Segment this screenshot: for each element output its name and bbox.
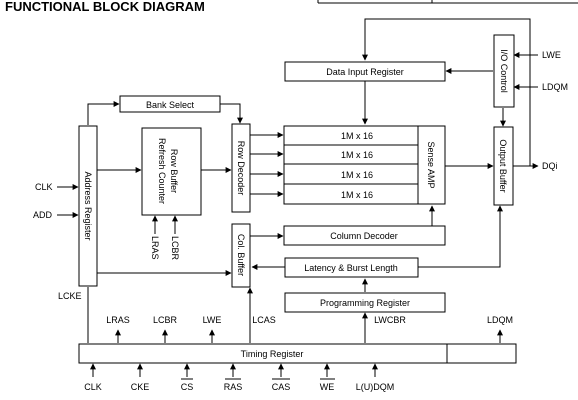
sense-amp-block: Sense AMP: [417, 125, 446, 205]
io-control-block: I/O Control: [493, 34, 515, 108]
address-register-block: Address Register: [78, 125, 98, 287]
memory-array: 1M x 16 1M x 16 1M x 16 1M x 16: [283, 125, 419, 205]
lcas-top-label: LCAS: [252, 315, 276, 325]
timing-register-block: Timing Register: [78, 343, 517, 364]
data-input-register-label: Data Input Register: [326, 67, 404, 77]
lwe-top-label: LWE: [203, 315, 222, 325]
bottom-input-label: CKE: [131, 382, 150, 392]
timing-register-label: Timing Register: [241, 349, 304, 359]
lcbr-internal-label: LCBR: [170, 236, 180, 261]
col-buffer-block: Col. Buffer: [231, 223, 251, 288]
connection-lines: [57, 18, 539, 377]
row-buffer-label: Row Buffer: [169, 149, 179, 193]
address-register-label: Address Register: [83, 171, 93, 240]
row-decoder-label: Row Decoder: [236, 141, 246, 196]
ldqm-top-label: LDQM: [487, 315, 513, 325]
add-input-label: ADD: [33, 210, 53, 220]
memory-bank-label: 1M x 16: [341, 170, 373, 180]
lras-internal-label: LRAS: [150, 236, 160, 260]
lwe-input-label: LWE: [542, 50, 561, 60]
bottom-input-label: RAS: [224, 382, 243, 392]
programming-register-label: Programming Register: [320, 298, 410, 308]
column-decoder-label: Column Decoder: [330, 231, 398, 241]
output-buffer-label: Output Buffer: [498, 139, 508, 192]
bank-select-label: Bank Select: [146, 100, 195, 110]
programming-register-block: Programming Register: [284, 292, 446, 313]
memory-bank-label: 1M x 16: [341, 190, 373, 200]
bottom-input-label: WE: [320, 382, 335, 392]
lcbr-top-label: LCBR: [153, 315, 178, 325]
bottom-input-label: L(U)DQM: [356, 382, 395, 392]
dqi-output-label: DQi: [542, 161, 558, 171]
signal-labels: CLK ADD LWE LDQM DQi LCKE LRAS LCBR LRAS…: [33, 50, 568, 392]
sense-amp-label: Sense AMP: [426, 141, 436, 188]
lras-top-label: LRAS: [106, 315, 130, 325]
row-decoder-block: Row Decoder: [231, 123, 251, 213]
column-decoder-block: Column Decoder: [283, 225, 446, 246]
refresh-counter-label: Refresh Counter: [157, 138, 167, 204]
latency-burst-label: Latency & Burst Length: [304, 263, 398, 273]
output-buffer-block: Output Buffer: [493, 126, 514, 206]
data-input-register-block: Data Input Register: [284, 61, 446, 82]
bank-select-block: Bank Select: [119, 95, 221, 113]
memory-bank-label: 1M x 16: [341, 150, 373, 160]
cropped-table-fragment: [317, 0, 578, 4]
col-buffer-label: Col. Buffer: [236, 234, 246, 276]
memory-bank-label: 1M x 16: [341, 131, 373, 141]
ldqm-input-label: LDQM: [542, 82, 568, 92]
io-control-label: I/O Control: [499, 49, 509, 93]
row-buffer-block: Row Buffer Refresh Counter: [141, 127, 202, 216]
latency-burst-block: Latency & Burst Length: [284, 257, 419, 278]
bottom-input-label: CS: [181, 382, 194, 392]
lcke-label: LCKE: [58, 291, 82, 301]
diagram-title: FUNCTIONAL BLOCK DIAGRAM: [5, 0, 205, 14]
bottom-input-label: CLK: [84, 382, 102, 392]
clk-input-label: CLK: [35, 182, 53, 192]
lwcbr-top-label: LWCBR: [374, 315, 406, 325]
bottom-input-label: CAS: [272, 382, 291, 392]
